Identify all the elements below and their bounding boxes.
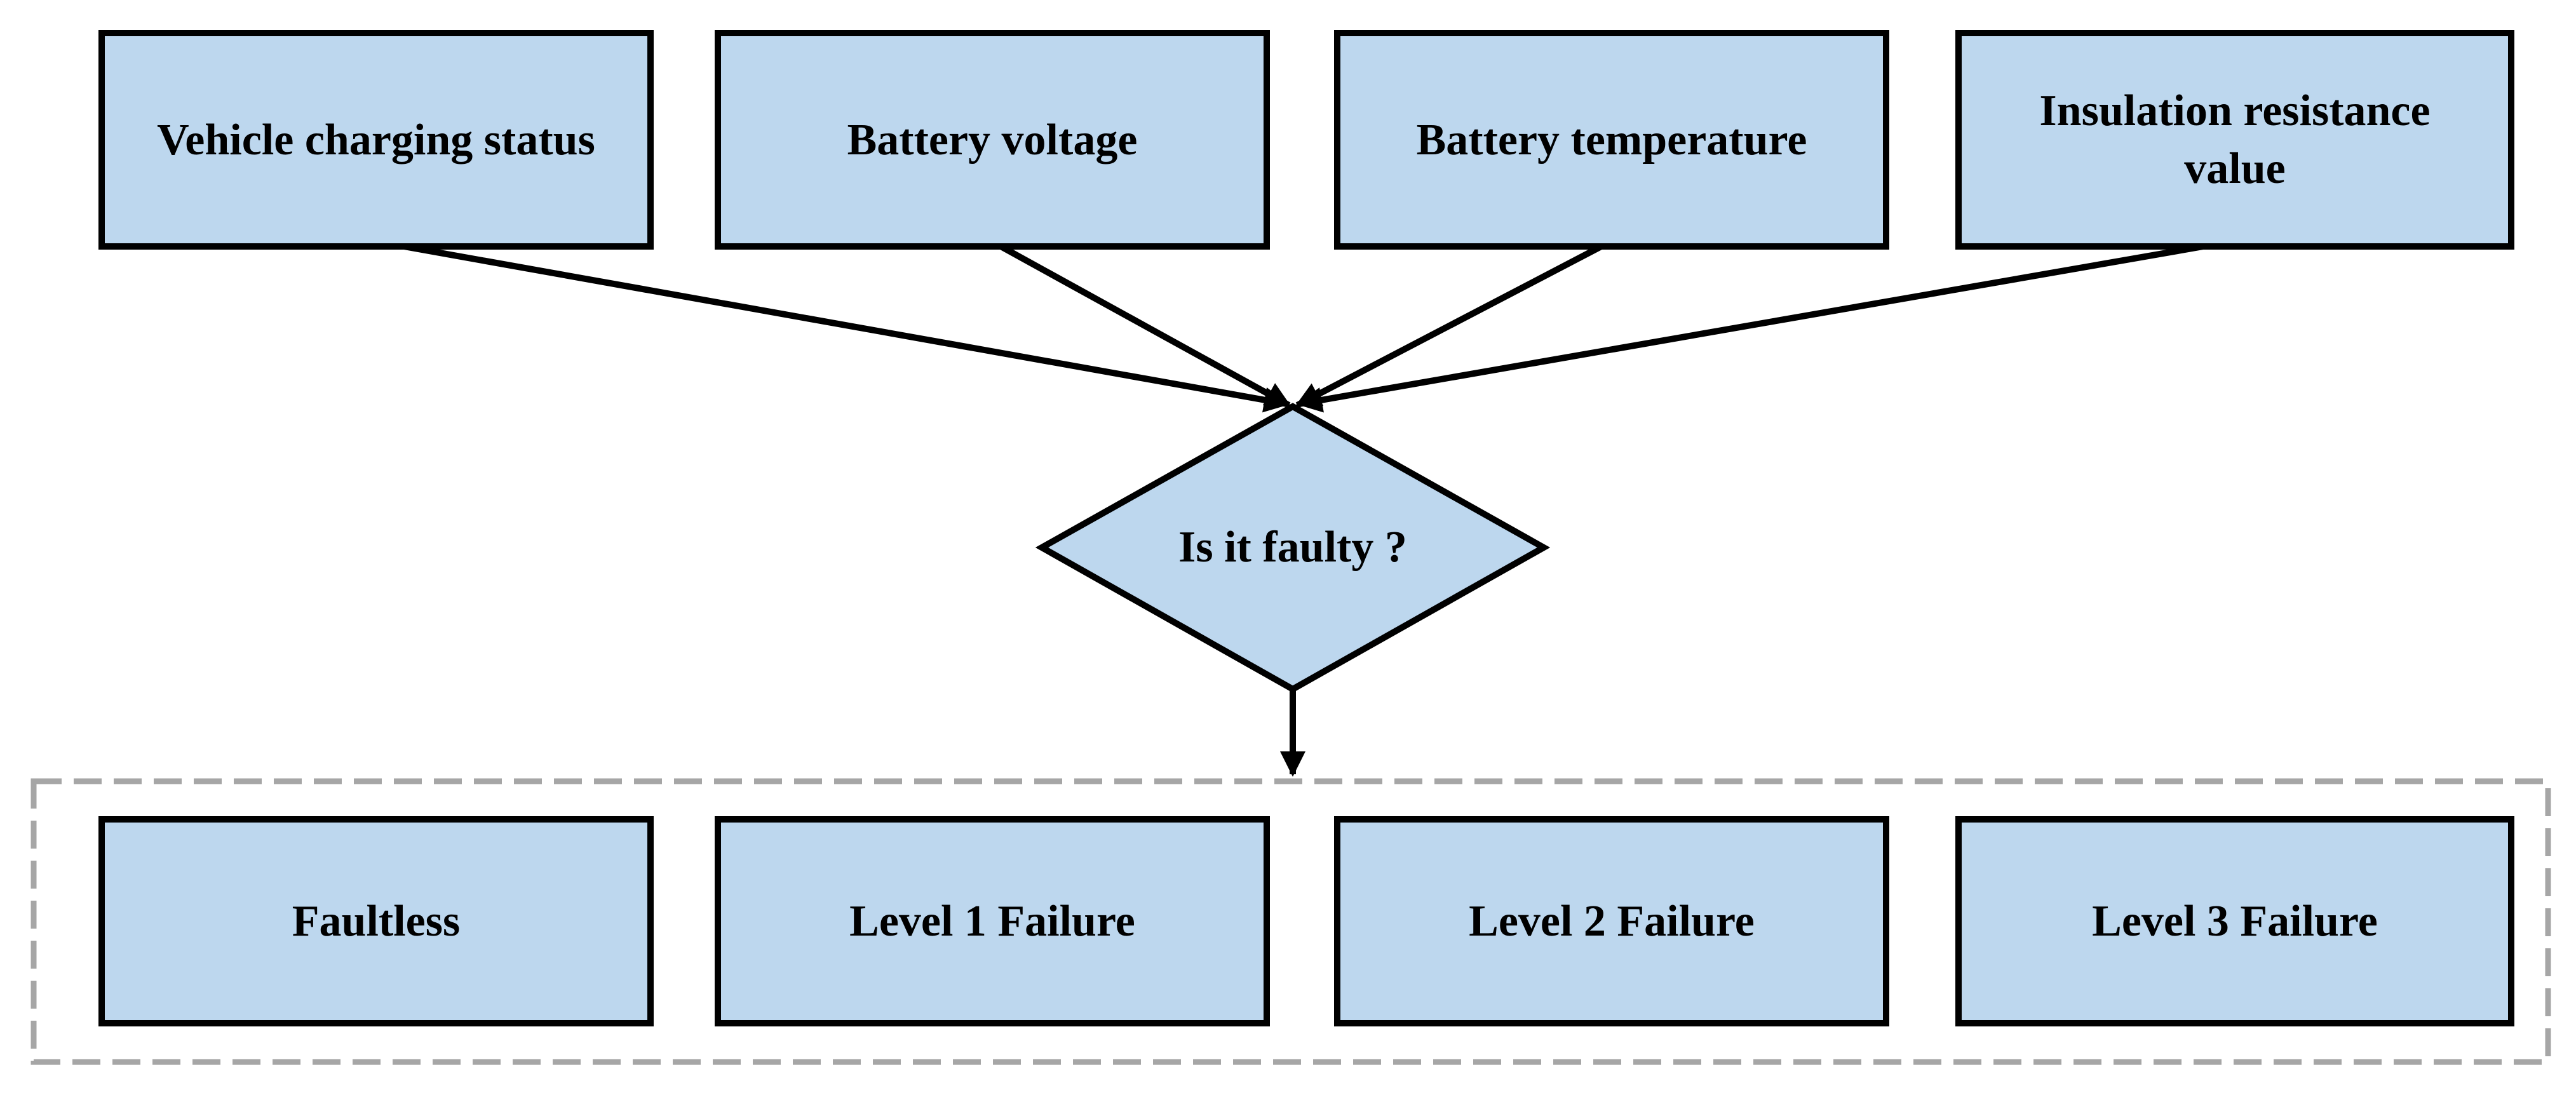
node-battery-voltage: Battery voltage [715,30,1270,250]
node-vehicle-charging-status: Vehicle charging status [98,30,654,250]
node-label: Battery temperature [1416,115,1807,165]
node-label: Level 1 Failure [849,897,1135,946]
node-insulation-resistance-value: Insulation resistance value [1955,30,2514,250]
node-level-3-failure: Level 3 Failure [1955,816,2514,1026]
node-label: Insulation resistance value [2039,86,2431,193]
connector-insulation-resistance-to-decision [1297,238,2233,413]
connector-battery-temperature-to-decision [1295,238,1613,408]
node-label: Battery voltage [847,115,1138,165]
node-battery-temperature: Battery temperature [1334,30,1889,250]
outcome-group-box [30,778,2551,1065]
node-label: Level 3 Failure [2092,897,2378,946]
node-label: Vehicle charging status [157,115,595,165]
node-label: Faultless [292,897,461,946]
connector-battery-voltage-to-decision [990,238,1291,408]
node-level-1-failure: Level 1 Failure [715,816,1270,1026]
node-label: Level 2 Failure [1469,897,1755,946]
decision-label: Is it faulty ? [1178,523,1407,572]
node-faultless: Faultless [98,816,654,1026]
node-level-2-failure: Level 2 Failure [1334,816,1889,1026]
connector-vehicle-charging-status-to-decision [375,238,1290,413]
